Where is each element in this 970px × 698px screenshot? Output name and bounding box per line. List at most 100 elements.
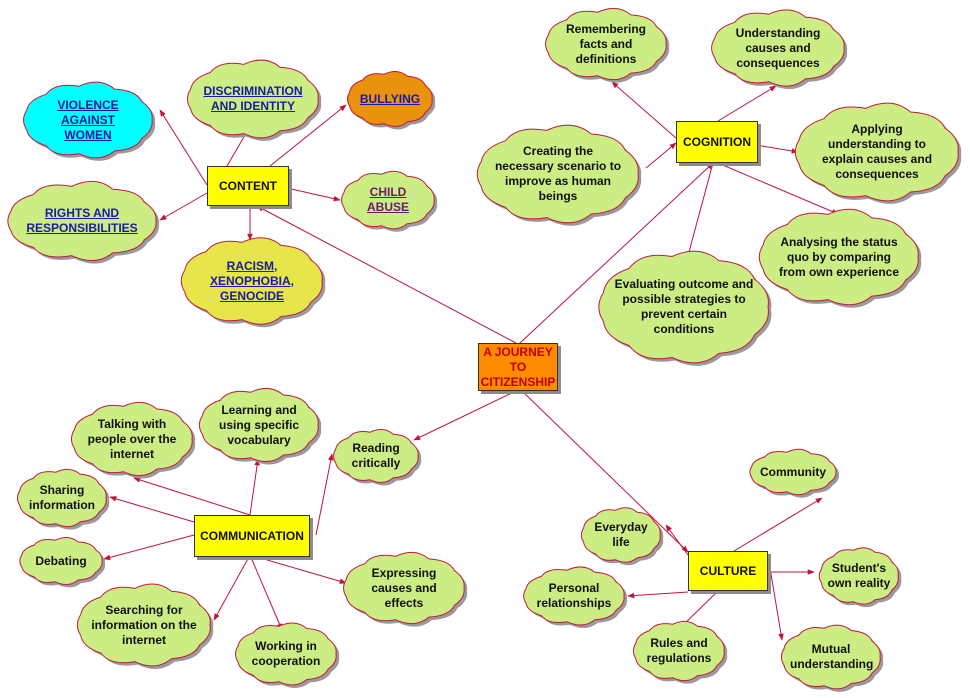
applying-understanding-label: Applying understanding to explain causes… — [821, 122, 933, 181]
child-abuse-link[interactable]: CHILD ABUSE — [338, 170, 438, 232]
connector-arrow — [769, 567, 784, 641]
searching-information-node: Searching for information on the interne… — [74, 583, 214, 669]
cloud-shape — [749, 448, 840, 498]
cloud-shape — [180, 237, 326, 328]
cloud-shape — [16, 468, 110, 530]
cloud-shape — [711, 9, 848, 90]
connector-arrow — [133, 477, 251, 516]
talking-over-internet-node: Talking with people over the internet — [68, 401, 196, 479]
connector-arrow — [256, 205, 517, 344]
culture-hub[interactable]: CULTURE — [688, 551, 768, 591]
working-in-cooperation-label: Working in cooperation — [251, 639, 321, 668]
creating-scenario-node: Creating the necessary scenario to impro… — [474, 124, 642, 226]
evaluating-outcome-label: Evaluating outcome and possible strategi… — [614, 277, 754, 336]
sharing-information-node: Sharing information — [14, 468, 110, 530]
connector-arrow — [249, 458, 260, 516]
everyday-life-node: Everyday life — [578, 506, 664, 566]
content-hub-label: CONTENT — [219, 179, 277, 193]
searching-information-label: Searching for information on the interne… — [91, 602, 197, 647]
mutual-understanding-label: Mutual understanding — [790, 642, 874, 671]
learning-vocabulary-label: Learning and using specific vocabulary — [218, 402, 300, 447]
bullying-link[interactable]: BULLYING — [344, 70, 436, 130]
connector-arrow — [627, 591, 689, 599]
connector-arrow — [109, 496, 195, 523]
center-node-label: A JOURNEY TO CITIZENSHIP — [480, 344, 556, 389]
cloud-shape — [598, 250, 772, 366]
debating-label: Debating — [35, 553, 87, 568]
rules-and-regulations-label: Rules and regulations — [646, 636, 712, 665]
cloud-shape — [632, 620, 728, 684]
sharing-information-label: Sharing information — [29, 483, 95, 512]
connector-arrow — [159, 109, 208, 186]
reading-critically-label: Reading critically — [351, 441, 401, 470]
students-own-reality-node: Student's own reality — [816, 546, 902, 608]
cloud-shape — [818, 547, 902, 608]
content-hub[interactable]: CONTENT — [207, 166, 289, 206]
connector-arrow — [684, 162, 714, 264]
connector-arrow — [269, 104, 347, 167]
analysing-status-quo-node: Analysing the status quo by comparing fr… — [756, 208, 922, 308]
connector-arrow — [645, 142, 677, 169]
rights-and-responsibilities-link[interactable]: RIGHTS AND RESPONSIBILITIES — [4, 180, 160, 264]
racism-xenophobia-genocide-label: RACISM, XENOPHOBIA, GENOCIDE — [209, 258, 294, 303]
cloud-shape — [476, 124, 642, 226]
cloud-shape — [186, 59, 322, 141]
culture-hub-label: CULTURE — [699, 564, 757, 578]
working-in-cooperation-node: Working in cooperation — [232, 622, 340, 689]
cloud-shape — [346, 71, 436, 130]
racism-xenophobia-genocide-link[interactable]: RACISM, XENOPHOBIA, GENOCIDE — [178, 237, 326, 328]
understanding-causes-node: Understanding causes and consequences — [708, 9, 848, 90]
cloud-shape — [198, 388, 322, 465]
connector-arrow — [665, 524, 689, 556]
connector-arrow — [733, 497, 823, 552]
violence-against-women-link[interactable]: VIOLENCE AGAINST WOMEN — [20, 81, 156, 161]
connector-arrow — [755, 144, 799, 154]
cloud-shape — [333, 429, 422, 486]
communication-hub[interactable]: COMMUNICATION — [194, 515, 310, 557]
cognition-hub[interactable]: COGNITION — [676, 121, 758, 163]
cloud-shape — [19, 537, 106, 588]
cloud-shape — [580, 507, 664, 566]
discrimination-and-identity-label: DISCRIMINATION AND IDENTITY — [203, 84, 303, 113]
expressing-causes-label: Expressing causes and effects — [371, 565, 437, 610]
talking-over-internet-label: Talking with people over the internet — [87, 416, 177, 461]
community-node: Community — [746, 448, 840, 498]
community-label: Community — [760, 464, 826, 479]
bullying-label: BULLYING — [359, 91, 421, 106]
connector-arrow — [315, 453, 334, 536]
cloud-shape — [7, 180, 160, 264]
rights-and-responsibilities-label: RIGHTS AND RESPONSIBILITIES — [26, 206, 138, 235]
connector-arrow — [413, 388, 521, 441]
connector-arrow — [519, 162, 714, 344]
communication-hub-label: COMMUNICATION — [200, 529, 304, 543]
connector-arrow — [717, 85, 777, 122]
discrimination-and-identity-link[interactable]: DISCRIMINATION AND IDENTITY — [184, 59, 322, 141]
cloud-shape — [523, 566, 628, 629]
violence-against-women-label: VIOLENCE AGAINST WOMEN — [57, 97, 119, 142]
personal-relationships-label: Personal relationships — [536, 581, 612, 610]
connector-arrow — [519, 388, 689, 553]
creating-scenario-label: Creating the necessary scenario to impro… — [494, 144, 622, 203]
analysing-status-quo-label: Analysing the status quo by comparing fr… — [778, 234, 900, 279]
cloud-shape — [794, 102, 962, 204]
connector-arrow — [159, 192, 208, 221]
understanding-causes-label: Understanding causes and consequences — [735, 25, 821, 70]
connector-arrow — [249, 554, 283, 631]
child-abuse-label: CHILD ABUSE — [366, 185, 409, 214]
connector-arrow — [103, 534, 195, 561]
evaluating-outcome-node: Evaluating outcome and possible strategi… — [596, 250, 772, 366]
cloud-shape — [758, 208, 922, 308]
debating-node: Debating — [16, 536, 106, 588]
applying-understanding-node: Applying understanding to explain causes… — [792, 102, 962, 204]
cloud-shape — [23, 81, 156, 161]
learning-vocabulary-node: Learning and using specific vocabulary — [196, 388, 322, 465]
reading-critically-node: Reading critically — [330, 428, 422, 486]
center-node[interactable]: A JOURNEY TO CITIZENSHIP — [478, 343, 558, 391]
expressing-causes-node: Expressing causes and effects — [340, 551, 468, 627]
cloud-shape — [545, 7, 670, 83]
cloud-shape — [780, 624, 884, 692]
connector-arrow — [286, 187, 341, 202]
students-own-reality-label: Student's own reality — [827, 561, 891, 590]
cloud-shape — [70, 401, 196, 479]
